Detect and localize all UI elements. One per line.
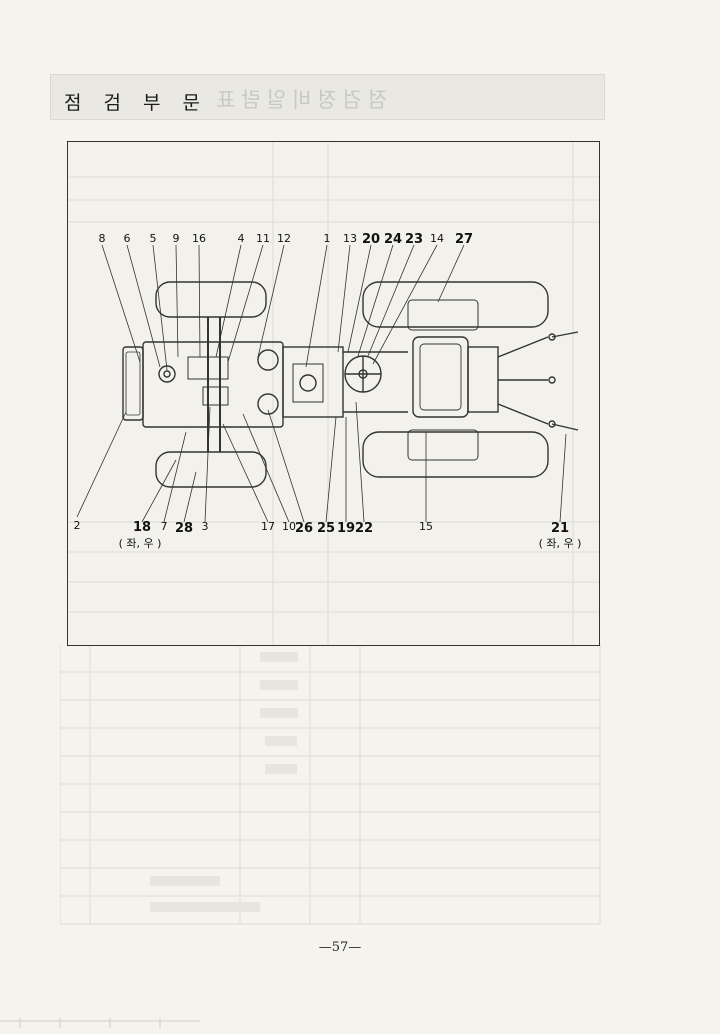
side-note-left: ( 좌, 우 ) (119, 537, 162, 550)
callout-number: 18 (133, 520, 151, 535)
callout-number: 4 (238, 232, 245, 245)
callout-number: 23 (405, 232, 423, 247)
callout-number: 21 (551, 521, 569, 536)
callout-number: 24 (384, 232, 402, 247)
callout-number: 8 (99, 232, 106, 245)
rear-wheel-right (362, 431, 549, 478)
engine-block (142, 341, 284, 428)
callout-number: 7 (161, 520, 168, 533)
tractor-top-view: 8 6 5 9 16 4 11 12 1 13 20 24 23 14 27 2… (74, 232, 582, 550)
callout-number: 19 (337, 521, 355, 536)
callout-number: 1 (324, 232, 331, 245)
callout-number: 28 (175, 521, 193, 536)
callout-number: 12 (277, 232, 291, 245)
callout-number: 27 (455, 232, 473, 247)
callout-number: 5 (150, 232, 157, 245)
front-wheel-left (155, 281, 267, 318)
callout-number: 25 (317, 521, 335, 536)
callout-number: 3 (202, 520, 209, 533)
bleed-through-table (60, 644, 601, 925)
callout-number: 10 (282, 520, 296, 533)
callout-number: 6 (124, 232, 131, 245)
front-wheel-right (155, 451, 267, 488)
binding-edge-marks (0, 1018, 200, 1028)
callout-number: 22 (355, 521, 373, 536)
callout-number: 9 (173, 232, 180, 245)
callout-number: 2 (74, 519, 81, 532)
callout-number: 17 (261, 520, 275, 533)
operator-seat (412, 336, 469, 418)
callout-number: 11 (256, 232, 270, 245)
page-number: —57— (318, 940, 362, 955)
callout-number: 20 (362, 232, 380, 247)
side-note-right: ( 좌, 우 ) (539, 537, 582, 550)
bleed-through-title: 점검정비일람표 (210, 88, 388, 112)
callout-number: 16 (192, 232, 206, 245)
tractor-diagram-frame: 8 6 5 9 16 4 11 12 1 13 20 24 23 14 27 2… (67, 141, 600, 646)
callout-number: 26 (295, 521, 313, 536)
callout-number: 13 (343, 232, 357, 245)
section-title: 점 검 부 문 (64, 92, 209, 114)
rear-wheel-left (362, 281, 549, 328)
callout-number: 14 (430, 232, 444, 245)
callout-number: 15 (419, 520, 433, 533)
section-header-band (50, 74, 605, 120)
bleed-through-table-top (68, 142, 599, 645)
